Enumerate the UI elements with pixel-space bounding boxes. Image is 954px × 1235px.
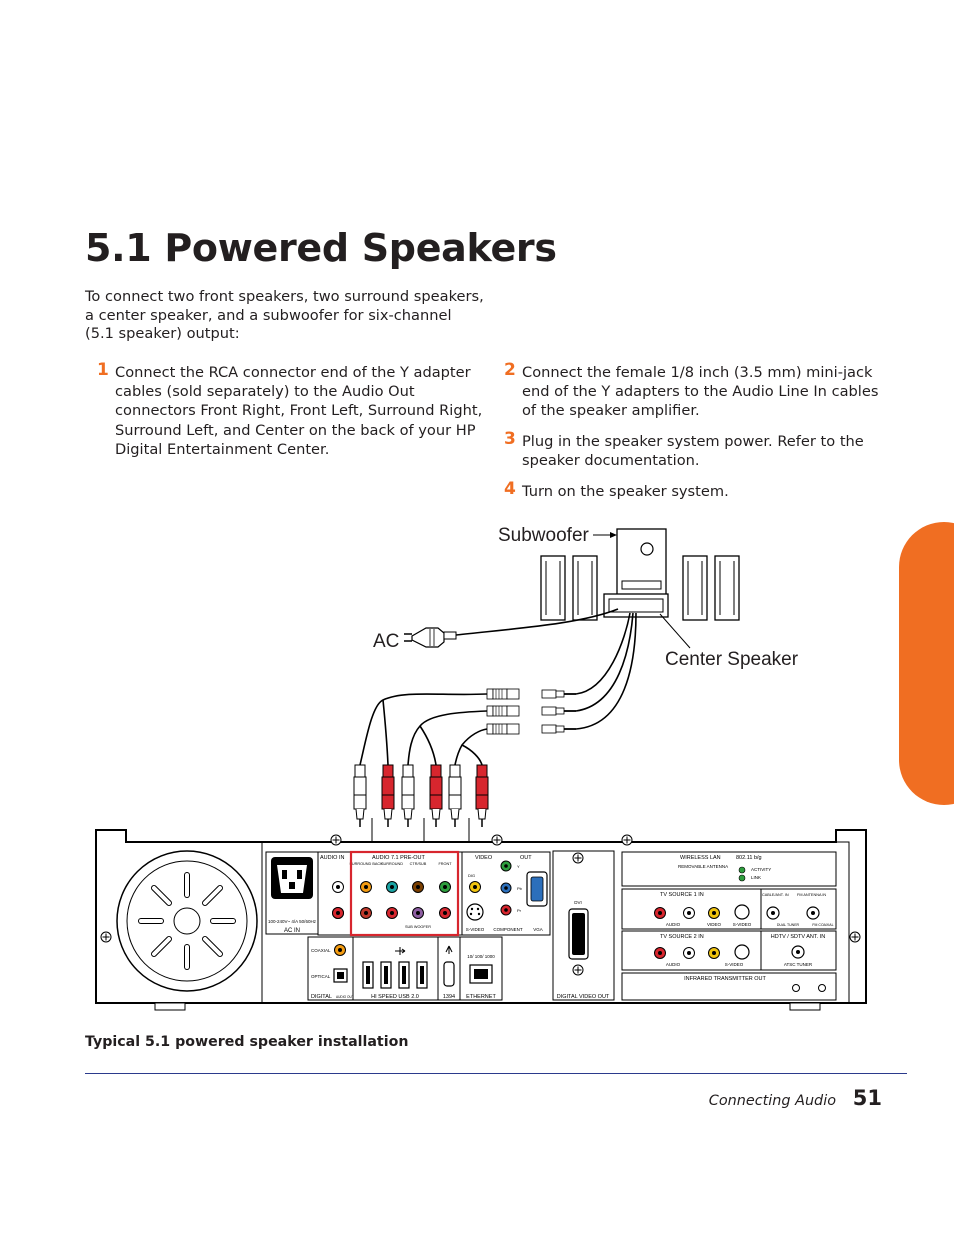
svg-text:DIGITAL VIDEO OUT: DIGITAL VIDEO OUT: [557, 994, 610, 1000]
svg-text:DVI: DVI: [574, 900, 582, 905]
svg-text:1394: 1394: [443, 994, 455, 1000]
svg-text:AUDIO 7.1 PRE-OUT: AUDIO 7.1 PRE-OUT: [372, 855, 426, 861]
svg-text:100-240V~ 4/A 50/60Hz: 100-240V~ 4/A 50/60Hz: [268, 919, 317, 924]
section-tab: [899, 522, 954, 805]
front-left-speaker-icon: [572, 555, 598, 621]
front-right-speaker-icon: [682, 555, 708, 621]
svg-text:OUT: OUT: [520, 855, 532, 861]
ac-inlet-icon: [271, 857, 313, 899]
svg-text:WIRELESS LAN: WIRELESS LAN: [680, 855, 721, 861]
step-text: Turn on the speaker system.: [522, 483, 729, 500]
svg-text:ETHERNET: ETHERNET: [466, 994, 496, 1000]
svg-text:AUDIO: AUDIO: [666, 922, 681, 927]
page-title: 5.1 Powered Speakers: [85, 226, 557, 270]
firewire-port-icon: [443, 961, 455, 987]
fan-grille-icon: [116, 850, 258, 992]
svg-text:S-VIDEO: S-VIDEO: [466, 927, 485, 932]
svg-text:HI SPEED USB 2.0: HI SPEED USB 2.0: [371, 994, 419, 1000]
center-speaker-label: Center Speaker: [665, 649, 799, 670]
step-number: 1: [97, 360, 109, 380]
svg-text:Pb: Pb: [517, 886, 523, 891]
svg-text:VGA: VGA: [533, 927, 543, 932]
svg-text:VIDEO: VIDEO: [707, 922, 722, 927]
audio-out-highlight: [349, 850, 460, 937]
svg-text:FM COAXIAL: FM COAXIAL: [812, 923, 833, 927]
svg-text:COAXIAL: COAXIAL: [311, 948, 331, 953]
svg-text:Pr: Pr: [517, 908, 522, 913]
step-4: 4 Turn on the speaker system.: [504, 479, 889, 501]
svg-text:ACTIVITY: ACTIVITY: [751, 867, 771, 872]
svg-text:AUDIO IN: AUDIO IN: [320, 855, 344, 861]
svg-text:DUAL TUNER: DUAL TUNER: [777, 923, 800, 927]
svg-text:Y: Y: [517, 864, 520, 869]
svg-text:SUB WOOFER: SUB WOOFER: [405, 925, 431, 929]
surround-right-speaker-icon: [714, 555, 740, 621]
step-2: 2 Connect the female 1/8 inch (3.5 mm) m…: [504, 360, 889, 421]
svg-text:REMOVABLE ANTENNA: REMOVABLE ANTENNA: [678, 864, 728, 869]
svg-text:SURROUND: SURROUND: [381, 862, 403, 866]
svg-text:OPTICAL: OPTICAL: [311, 974, 331, 979]
svg-text:VIDEO: VIDEO: [475, 855, 493, 861]
step-number: 4: [504, 479, 516, 499]
step-number: 3: [504, 429, 516, 449]
footer-section-label: Connecting Audio: [708, 1093, 836, 1109]
footer-rule: [85, 1073, 907, 1074]
svg-text:COMPONENT: COMPONENT: [493, 927, 523, 932]
svg-text:AUDIO OUT: AUDIO OUT: [336, 995, 354, 999]
svg-text:DIGITAL: DIGITAL: [311, 994, 332, 1000]
s-video-port-icon: [466, 903, 484, 921]
rear-panel: 100-240V~ 4/A 50/60Hz AC IN AUDIO IN AUD…: [95, 829, 867, 1011]
surround-left-speaker-icon: [540, 555, 566, 621]
svg-text:HDTV / SDTV ANT. IN: HDTV / SDTV ANT. IN: [771, 934, 825, 940]
svg-text:TV SOURCE 2 IN: TV SOURCE 2 IN: [660, 934, 704, 940]
center-speaker-icon: [603, 593, 669, 618]
svg-text:DIG: DIG: [468, 873, 475, 878]
svg-text:SURROUND BACK: SURROUND BACK: [349, 862, 383, 866]
svg-text:TV SOURCE 1 IN: TV SOURCE 1 IN: [660, 892, 704, 898]
step-text: Connect the RCA connector end of the Y a…: [115, 364, 483, 458]
page-number: 51: [852, 1086, 882, 1110]
step-text: Plug in the speaker system power. Refer …: [522, 433, 864, 470]
svg-text:802.11 b/g: 802.11 b/g: [736, 855, 762, 861]
step-3: 3 Plug in the speaker system power. Refe…: [504, 429, 889, 470]
power-plug-icon: [404, 627, 457, 648]
step-number: 2: [504, 360, 516, 380]
usb-ports-icon: [362, 947, 428, 989]
svg-text:S-VIDEO: S-VIDEO: [725, 962, 744, 967]
svg-text:S-VIDEO: S-VIDEO: [733, 922, 752, 927]
svg-text:AC IN: AC IN: [284, 928, 300, 934]
svg-text:FRONT: FRONT: [438, 862, 452, 866]
svg-text:ATSC TUNER: ATSC TUNER: [784, 962, 813, 967]
step-1: 1 Connect the RCA connector end of the Y…: [97, 360, 487, 459]
speaker-set: [540, 528, 740, 621]
svg-text:INFRARED TRANSMITTER OUT: INFRARED TRANSMITTER OUT: [684, 976, 766, 982]
step-text: Connect the female 1/8 inch (3.5 mm) min…: [522, 364, 879, 420]
intro-paragraph: To connect two front speakers, two surro…: [85, 288, 484, 343]
svg-text:10/ 100/ 1000: 10/ 100/ 1000: [467, 954, 495, 959]
figure-caption: Typical 5.1 powered speaker installation: [85, 1034, 409, 1050]
svg-text:LINK: LINK: [751, 875, 761, 880]
svg-text:AUDIO: AUDIO: [666, 962, 681, 967]
svg-text:FM ANTENNA IN: FM ANTENNA IN: [797, 893, 826, 897]
svg-text:CTR/SUB: CTR/SUB: [410, 862, 427, 866]
subwoofer-label: Subwoofer: [498, 525, 590, 546]
ac-label: AC: [373, 631, 399, 652]
svg-text:CABLE/ANT. IN: CABLE/ANT. IN: [762, 893, 789, 897]
